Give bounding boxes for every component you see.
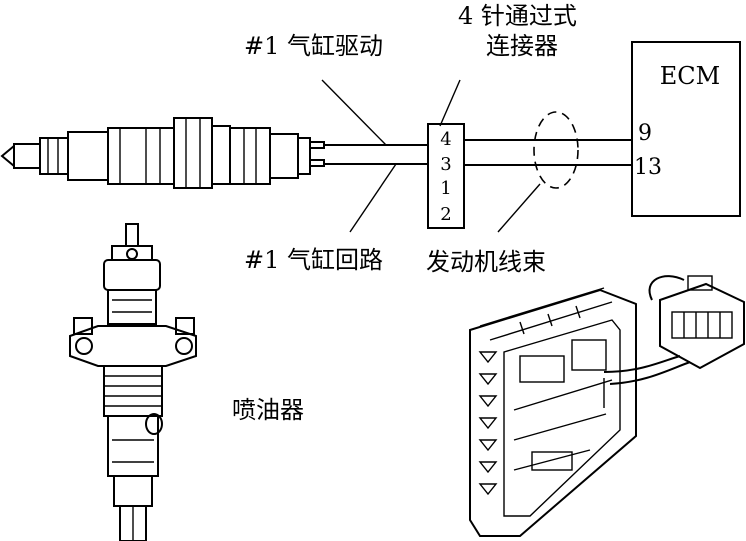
harness-label: 发动机线束 <box>426 248 546 276</box>
harness-leader <box>497 183 541 233</box>
ecm-module-illustration <box>469 275 745 537</box>
injector-illustration <box>69 223 197 541</box>
connector-pin-3: 3 <box>440 154 451 175</box>
pass-through-connector <box>427 123 465 229</box>
injector-side-view <box>0 117 325 189</box>
drive-label: #1 气缸驱动 <box>244 32 383 60</box>
connector-pin-4: 4 <box>440 129 451 150</box>
connector-label-line1: 4 针通过式 <box>458 2 577 30</box>
return-label: #1 气缸回路 <box>244 246 383 274</box>
ecm-box <box>631 41 741 217</box>
connector-pin-2: 2 <box>440 204 451 225</box>
ecm-pin-9: 9 <box>638 121 652 146</box>
ecm-pin-13: 13 <box>634 155 662 180</box>
harness-ellipse <box>533 111 579 189</box>
injector-label: 喷油器 <box>232 396 304 424</box>
connector-pin-1: 1 <box>440 178 451 199</box>
ecm-label: ECM <box>660 62 720 90</box>
drive-leader <box>321 79 387 146</box>
connector-leader <box>439 79 461 127</box>
connector-label-line2: 连接器 <box>486 32 558 60</box>
return-leader <box>349 163 397 233</box>
